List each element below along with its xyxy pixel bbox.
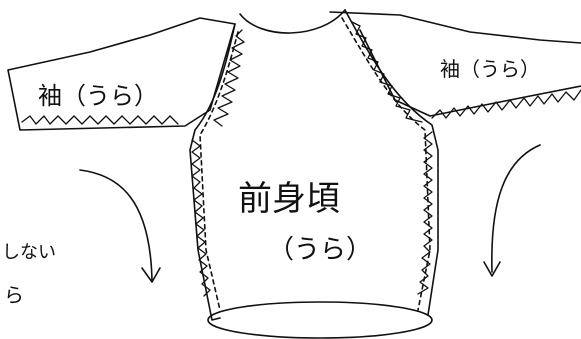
right-underarm-stitch xyxy=(431,89,581,119)
left-arrow-head xyxy=(141,267,161,283)
front-body-label: 前身頃 xyxy=(238,179,340,219)
left-side-stitch xyxy=(191,139,211,297)
front-body-sub-label: （うら） xyxy=(268,235,372,265)
left-raglan-stitch xyxy=(213,29,245,127)
hem-ellipse xyxy=(207,301,433,339)
margin-text-line1: しない xyxy=(2,242,56,263)
front-body-outline xyxy=(189,9,439,321)
left-arrow-curve xyxy=(79,169,153,281)
margin-text-line2: ら xyxy=(4,283,24,307)
neckline xyxy=(239,9,346,34)
left-body-seam xyxy=(199,31,239,311)
left-sleeve-outline xyxy=(7,17,236,131)
right-body-seam xyxy=(341,17,431,311)
left-underarm-stitch xyxy=(21,115,179,125)
left-sleeve-label: 袖（うら） xyxy=(38,82,158,110)
right-sleeve-label: 袖（うら） xyxy=(440,57,540,81)
right-arrow-head xyxy=(483,261,501,277)
right-raglan-stitch xyxy=(351,21,423,123)
right-arrow-curve xyxy=(491,144,541,273)
right-side-stitch xyxy=(417,131,433,295)
